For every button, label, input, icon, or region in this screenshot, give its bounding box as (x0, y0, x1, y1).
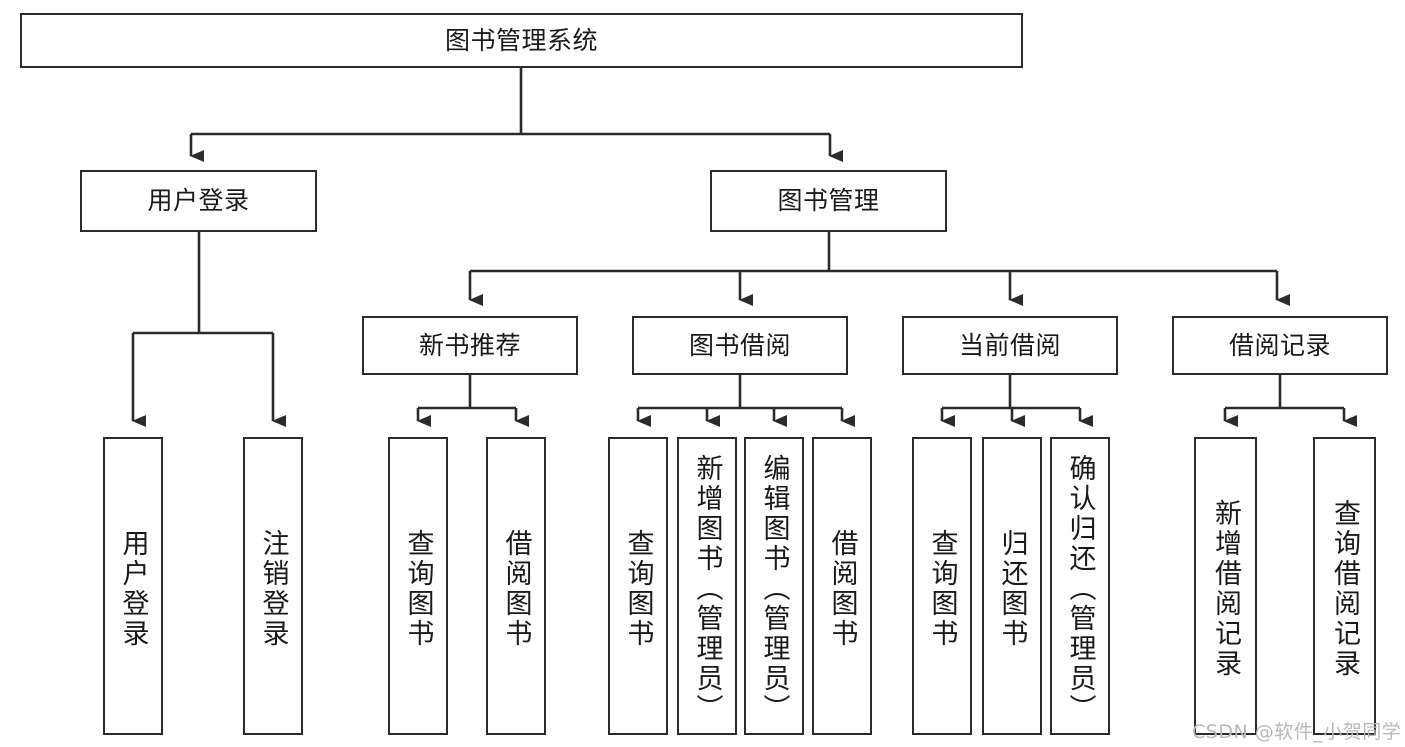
node-user-login-label: 用户登录 (147, 186, 250, 216)
node-leaf-user-login[interactable]: 用户登录 (103, 437, 163, 735)
node-leaf-query-book-3-label: 查询图书 (926, 529, 958, 649)
node-current-loan[interactable]: 当前借阅 (902, 316, 1118, 375)
node-leaf-borrow-book-1-label: 借阅图书 (500, 529, 532, 649)
node-leaf-edit-book-label: 编辑图书（管理员） (758, 454, 790, 724)
node-leaf-query-book-1[interactable]: 查询图书 (388, 437, 448, 735)
node-leaf-add-record-label: 新增借阅记录 (1210, 499, 1241, 679)
node-leaf-add-book[interactable]: 新增图书（管理员） (677, 437, 737, 735)
node-leaf-return-book[interactable]: 归还图书 (982, 437, 1042, 735)
node-loan-record[interactable]: 借阅记录 (1172, 316, 1388, 375)
node-leaf-query-record-label: 查询借阅记录 (1329, 499, 1360, 679)
node-leaf-confirm-return[interactable]: 确认归还（管理员） (1050, 437, 1110, 735)
node-leaf-user-logout[interactable]: 注销登录 (243, 437, 303, 735)
node-leaf-return-book-label: 归还图书 (996, 529, 1028, 649)
node-new-book-rec[interactable]: 新书推荐 (362, 316, 578, 375)
node-leaf-query-book-2[interactable]: 查询图书 (608, 437, 668, 735)
node-leaf-user-logout-label: 注销登录 (257, 529, 289, 649)
node-leaf-edit-book[interactable]: 编辑图书（管理员） (744, 437, 804, 735)
node-leaf-borrow-book-1[interactable]: 借阅图书 (486, 437, 546, 735)
node-leaf-query-record[interactable]: 查询借阅记录 (1313, 437, 1376, 735)
node-leaf-borrow-book-2[interactable]: 借阅图书 (812, 437, 872, 735)
node-loan-record-label: 借阅记录 (1228, 330, 1331, 360)
node-current-loan-label: 当前借阅 (958, 330, 1061, 360)
node-leaf-query-book-3[interactable]: 查询图书 (912, 437, 972, 735)
node-root[interactable]: 图书管理系统 (20, 13, 1023, 68)
node-new-book-rec-label: 新书推荐 (418, 330, 521, 360)
node-root-label: 图书管理系统 (444, 25, 598, 55)
node-book-manage[interactable]: 图书管理 (710, 170, 947, 232)
watermark: CSDN @软件_小贺同学 (1192, 721, 1402, 743)
node-book-manage-label: 图书管理 (777, 186, 880, 216)
node-leaf-add-book-label: 新增图书（管理员） (691, 454, 723, 724)
node-user-login[interactable]: 用户登录 (80, 170, 317, 232)
node-leaf-confirm-return-label: 确认归还（管理员） (1064, 454, 1096, 724)
node-leaf-borrow-book-2-label: 借阅图书 (826, 529, 858, 649)
node-book-borrow[interactable]: 图书借阅 (632, 316, 848, 375)
node-leaf-add-record[interactable]: 新增借阅记录 (1194, 437, 1257, 735)
node-book-borrow-label: 图书借阅 (688, 330, 791, 360)
node-leaf-query-book-2-label: 查询图书 (622, 529, 654, 649)
node-leaf-query-book-1-label: 查询图书 (402, 529, 434, 649)
node-leaf-user-login-label: 用户登录 (117, 529, 149, 649)
